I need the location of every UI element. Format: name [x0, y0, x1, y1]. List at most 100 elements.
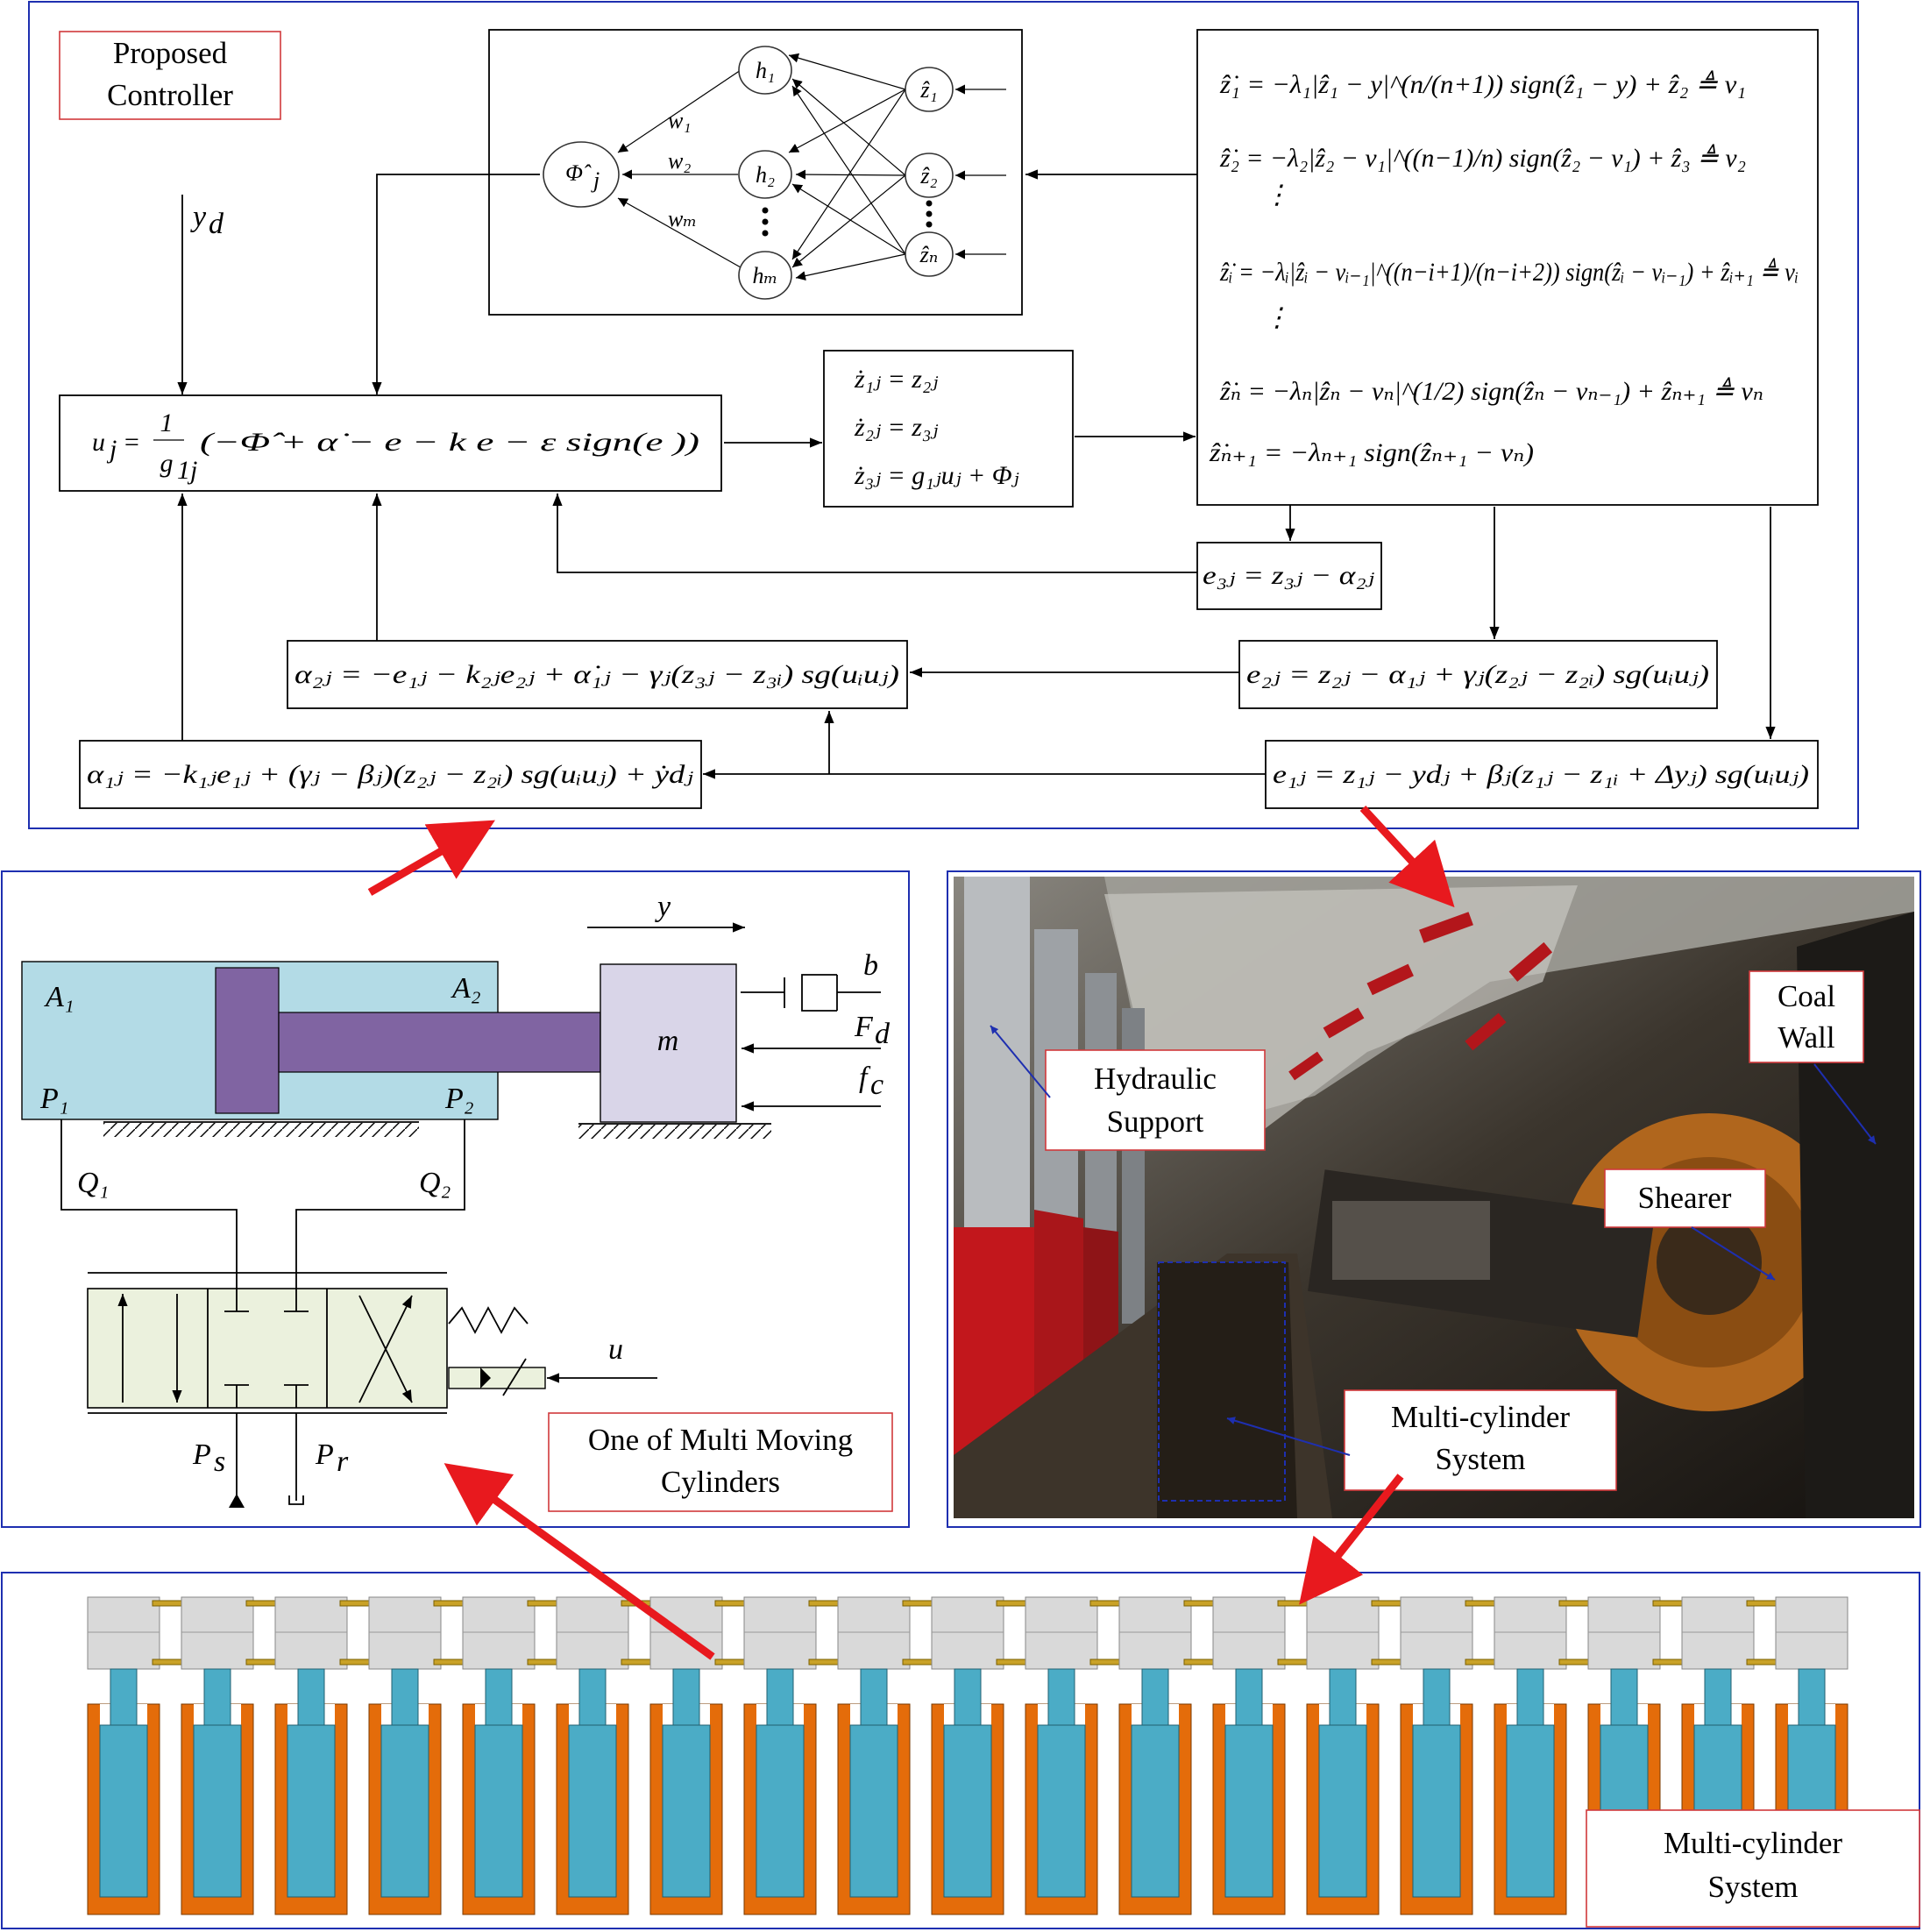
- a2-label: A₂: [451, 972, 481, 1005]
- observer-box: [1196, 29, 1819, 506]
- load-mass: [600, 963, 737, 1123]
- controller-panel: Proposed Controller: [28, 1, 1859, 829]
- observer-eq-2: ẑ̇₂ = −λ₂|ẑ₂ − v₁|^((n−1)/n) sign(ẑ₂ − v…: [1219, 144, 1746, 173]
- fd-label: F: [854, 1011, 874, 1043]
- red-arrow-cylinder-to-controller: [367, 820, 495, 896]
- hydraulic-support-label: [1045, 1049, 1266, 1151]
- observer-ellipsis-1: ⋮: [1264, 181, 1290, 210]
- red-jacks: [1288, 912, 1553, 1081]
- shearer-text: Shearer: [1638, 1181, 1732, 1215]
- cylinder-barrel: [474, 1724, 523, 1898]
- cylinder-rod: [1141, 1668, 1169, 1726]
- multi-cylinder-panel: Multi-cylinder System: [1, 1572, 1920, 1929]
- weight-2-label: w₂: [668, 148, 691, 174]
- one-cylinder-label: [548, 1412, 893, 1512]
- piston-head: [215, 967, 280, 1114]
- cylinder-barrel: [287, 1724, 336, 1898]
- plant-eq-2: ż₂ⱼ = z₃ⱼ: [854, 413, 938, 442]
- valve-u-label: u: [608, 1333, 623, 1366]
- support-segment: [462, 1596, 536, 1670]
- support-segment: [274, 1596, 348, 1670]
- support-segment: [556, 1596, 629, 1670]
- red-link-arrows: [367, 805, 1455, 1660]
- bottom-multi-cylinder-line-2: System: [1707, 1870, 1798, 1904]
- hidden-node-m-label: hₘ: [753, 263, 778, 288]
- support-beams: [87, 1596, 1848, 1670]
- one-cylinder-line-1: One of Multi Moving: [588, 1423, 853, 1457]
- yd-sub: d: [209, 208, 224, 240]
- support-segment: [1681, 1596, 1755, 1670]
- input-node-n: [905, 231, 954, 277]
- cylinder-rod: [954, 1668, 982, 1726]
- nn-hidden-output-links: [617, 69, 742, 268]
- pr-label: P: [315, 1438, 334, 1471]
- shearer-label: [1604, 1168, 1766, 1228]
- plant-model-box: [823, 350, 1074, 508]
- ps-sub: s: [214, 1445, 225, 1478]
- control-law-rhs: (−Φ̂ + α̇ − e − k e − ε sign(e )): [200, 428, 699, 457]
- cylinder-rod: [1704, 1668, 1732, 1726]
- q1-label: Q₁: [77, 1167, 109, 1199]
- cylinder-rod: [1610, 1668, 1638, 1726]
- coal-wall-label: [1749, 970, 1864, 1063]
- cylinder-array: [87, 1668, 1848, 1915]
- hydraulic-support-line-1: Hydraulic: [1094, 1062, 1217, 1096]
- cylinder-barrel: [568, 1724, 617, 1898]
- svg-text:1: 1: [160, 408, 174, 437]
- plant-eq-3: ż₃ⱼ = g₁ⱼuⱼ + Φⱼ: [854, 461, 1019, 490]
- support-segment: [1306, 1596, 1380, 1670]
- cylinder-rod: [1329, 1668, 1357, 1726]
- support-segment: [837, 1596, 911, 1670]
- e3-box: [1196, 542, 1382, 610]
- servo-valve: [87, 1272, 657, 1414]
- cylinder-barrel: [380, 1724, 429, 1898]
- photo-multi-cylinder-line-2: System: [1435, 1442, 1525, 1476]
- input-node-2: [905, 153, 954, 198]
- cylinder-barrel: [1412, 1724, 1461, 1898]
- cylinder-barrel: [1318, 1724, 1367, 1898]
- piston-rod: [278, 1012, 601, 1073]
- support-segment: [1400, 1596, 1473, 1670]
- cylinder-rod: [1516, 1668, 1544, 1726]
- fd-sub: d: [875, 1018, 891, 1050]
- damper-b-label: b: [863, 949, 878, 982]
- red-arrow-photo-to-array: [1299, 1474, 1404, 1605]
- e1-box: [1265, 740, 1819, 809]
- motion-y-label: y: [655, 891, 671, 923]
- cylinder-rod: [1047, 1668, 1075, 1726]
- observer-ellipsis-2: ⋮: [1264, 303, 1290, 332]
- hidden-node-1-label: h₁: [756, 58, 775, 83]
- hidden-node-2: [738, 150, 792, 199]
- cylinder-barrel: [1224, 1724, 1274, 1898]
- alpha2-box: [287, 640, 908, 709]
- ps-label: P: [192, 1438, 211, 1471]
- cylinder-rod: [1798, 1668, 1826, 1726]
- cylinder-rod: [1423, 1668, 1451, 1726]
- input-node-2-label: ẑ₂: [919, 163, 937, 188]
- p2-label: P₂: [444, 1083, 474, 1115]
- weight-m-label: wₘ: [668, 206, 697, 231]
- support-segment: [931, 1596, 1004, 1670]
- cylinder-barrel: [1131, 1724, 1180, 1898]
- cylinder-barrel: [1037, 1724, 1086, 1898]
- e2-box: [1238, 640, 1718, 709]
- bottom-multi-cylinder-line-1: Multi-cylinder: [1664, 1826, 1842, 1860]
- hydraulic-support-line-2: Support: [1107, 1105, 1204, 1139]
- support-segment: [181, 1596, 254, 1670]
- control-law-lhs: u: [92, 428, 105, 457]
- nn-to-controller-link: [372, 174, 540, 394]
- red-arrow-array-to-cylinder: [443, 1463, 715, 1660]
- damper: [741, 974, 881, 1012]
- alpha1-eq: α₁ⱼ = −k₁ⱼe₁ⱼ + (γⱼ − βⱼ)(z₂ⱼ − z₂ᵢ) sg(…: [87, 760, 693, 789]
- fc-sub: c: [870, 1069, 883, 1101]
- e2-eq: e₂ⱼ = z₂ⱼ − α₁ⱼ + γⱼ(z₂ⱼ − z₂ᵢ) sg(uᵢuⱼ): [1246, 660, 1709, 689]
- cylinder-barrel: [1506, 1724, 1555, 1898]
- alpha1-box: [79, 740, 702, 809]
- cylinder-rod: [860, 1668, 888, 1726]
- cylinder-panel: y m A₁ A₂ P₁ P₂ b F d f c: [1, 870, 910, 1528]
- cylinder-rod: [297, 1668, 325, 1726]
- bottom-multi-cylinder-label: [1586, 1809, 1920, 1928]
- hidden-ellipsis: [762, 207, 769, 237]
- cylinder-rod: [485, 1668, 513, 1726]
